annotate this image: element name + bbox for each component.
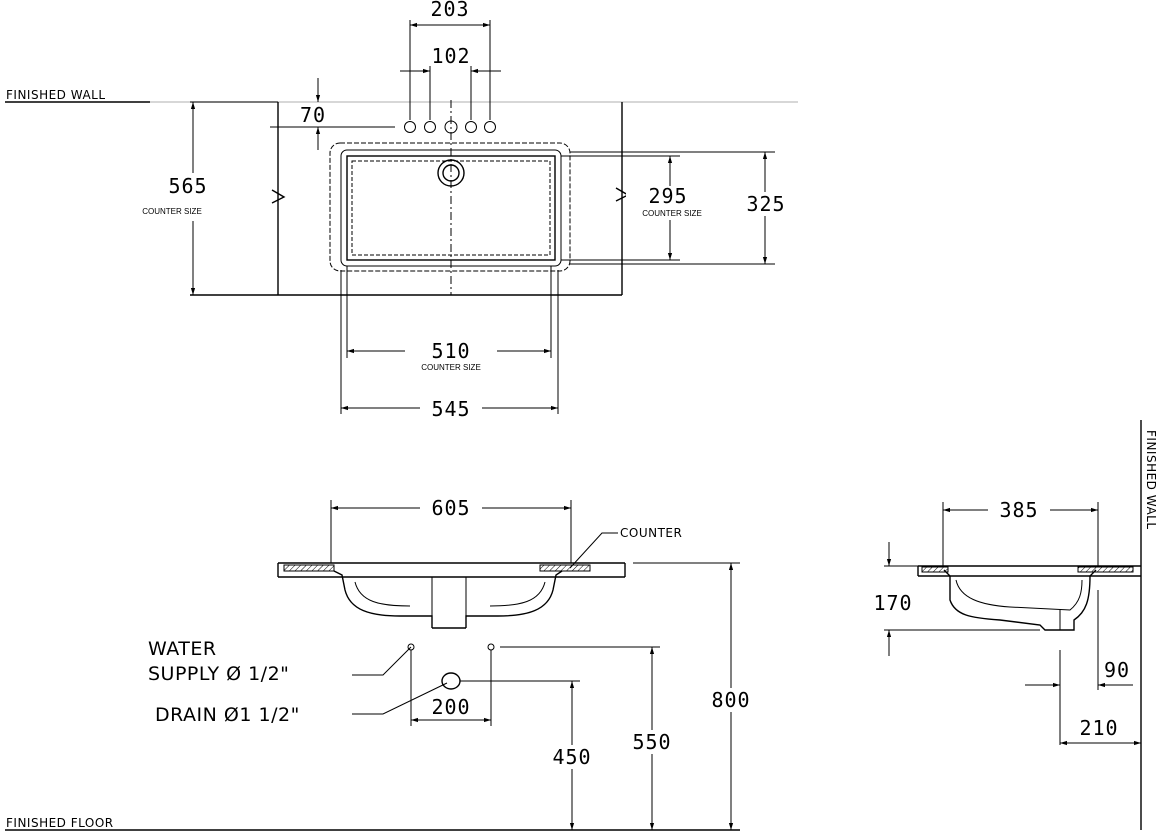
side-finished-wall-label: FINISHED WALL <box>1144 430 1158 530</box>
dim-510-value: 510 <box>431 339 470 363</box>
dim-550-value: 550 <box>632 730 671 754</box>
tap-hole <box>404 121 416 133</box>
basin-outer-rim <box>329 142 571 272</box>
drain-label: DRAIN Ø1 1/2" <box>155 704 300 726</box>
dim-385-label-bg <box>988 498 1050 520</box>
dim-325-label-bg <box>740 192 792 216</box>
dim-510-caption: COUNTER SIZE <box>421 363 481 372</box>
dim-295-caption: COUNTER SIZE <box>642 209 702 218</box>
dim-565-caption: COUNTER SIZE <box>142 207 202 216</box>
side-view: FINISHED WALL 385 170 90 210 <box>873 420 1158 830</box>
dim-200-value: 200 <box>431 695 470 719</box>
bowl-inner-left <box>354 581 411 607</box>
front-view: 605 COUNTER WATER SUPPLY Ø 1/2" DRAIN Ø1… <box>5 496 758 831</box>
counter-hatch-left <box>283 564 335 572</box>
dim-210-value: 210 <box>1079 716 1118 740</box>
finished-wall-label: FINISHED WALL <box>6 88 106 102</box>
dim-605-value: 605 <box>431 496 470 520</box>
side-basin-inner <box>955 579 1083 611</box>
bowl-inner-right <box>489 581 546 607</box>
tap-hole <box>424 121 436 133</box>
dim-545-label-bg <box>420 398 482 420</box>
drain-point <box>441 672 461 690</box>
dim-385-value: 385 <box>999 498 1038 522</box>
dim-170-value: 170 <box>873 591 912 615</box>
dim-450-value: 450 <box>552 745 591 769</box>
dim-450-label-bg <box>545 745 599 769</box>
supply-point-right <box>487 643 495 651</box>
dim-800-label-bg <box>704 688 758 712</box>
dim-545-value: 545 <box>431 397 470 421</box>
dim-70-value: 70 <box>300 103 326 127</box>
break-mark-left <box>271 189 286 204</box>
counter-hatch-right <box>539 564 591 572</box>
drain-leader <box>352 682 448 715</box>
dim-325-value: 325 <box>746 192 785 216</box>
side-basin-profile <box>943 569 1097 631</box>
dim-565-value: 565 <box>168 174 207 198</box>
dim-102-value: 102 <box>431 44 470 68</box>
finished-floor-label: FINISHED FLOOR <box>6 816 114 830</box>
dim-90-value: 90 <box>1104 658 1130 682</box>
plan-view: FINISHED WALL 203 102 <box>5 0 798 421</box>
dim-203-value: 203 <box>430 0 469 21</box>
dim-605-label-bg <box>420 496 482 518</box>
supply-leader <box>352 646 412 676</box>
dim-565-label-bg <box>150 173 238 221</box>
water-supply-label-1: WATER <box>148 638 217 660</box>
dim-295-value: 295 <box>648 184 687 208</box>
bowl-right <box>465 570 563 628</box>
tap-hole <box>484 121 496 133</box>
dim-510-label-bg <box>405 340 497 374</box>
dim-295-label-bg <box>626 186 718 220</box>
dim-800-value: 800 <box>711 688 750 712</box>
dim-550-label-bg <box>625 730 679 754</box>
counter-leader <box>569 532 618 569</box>
water-supply-label-2: SUPPLY Ø 1/2" <box>148 663 289 685</box>
side-hatch-left <box>921 566 949 573</box>
tap-hole <box>465 121 477 133</box>
counter-label: COUNTER <box>620 526 682 540</box>
side-hatch-right <box>1077 566 1134 573</box>
bowl-left <box>333 570 433 628</box>
